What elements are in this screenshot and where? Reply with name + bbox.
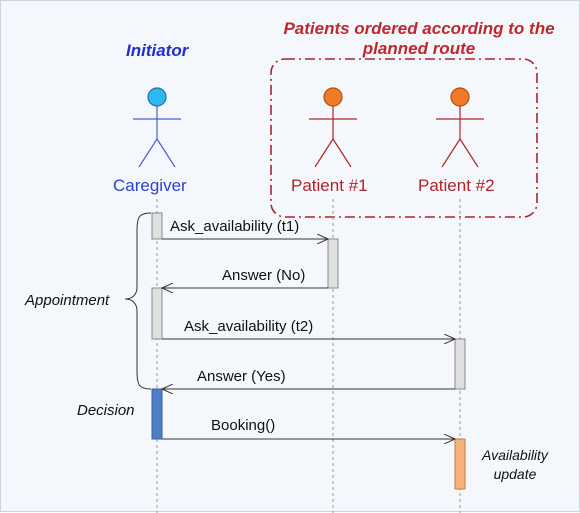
- group-title-line1: Patients ordered according to the: [283, 19, 555, 38]
- message-label-2: Answer (No): [222, 267, 306, 284]
- decision-label: Decision: [77, 402, 135, 419]
- message-label-1: Ask_availability (t1): [170, 218, 300, 235]
- group-title-line2: planned route: [362, 39, 476, 58]
- message-label-4: Answer (Yes): [197, 368, 286, 385]
- patient1-actor-icon: [309, 87, 357, 168]
- availability-note-line1: Availability: [482, 447, 548, 463]
- patient2-update-activation: [454, 438, 466, 490]
- patient1-activation: [327, 238, 339, 289]
- patient2-label: Patient #2: [418, 176, 495, 195]
- patients-group-box: [270, 58, 538, 218]
- message-label-3: Ask_availability (t2): [184, 318, 314, 335]
- caregiver-activation-1: [151, 212, 163, 240]
- patient1-label: Patient #1: [291, 176, 368, 195]
- initiator-label: Initiator: [126, 41, 189, 60]
- caregiver-label: Caregiver: [113, 176, 187, 195]
- message-label-5: Booking(): [211, 417, 276, 434]
- caregiver-activation-2: [151, 287, 163, 340]
- caregiver-actor-icon: [133, 87, 181, 168]
- availability-note-line2: update: [493, 466, 537, 482]
- appointment-label: Appointment: [25, 292, 110, 309]
- patient2-activation: [454, 338, 466, 390]
- caregiver-decision-activation: [151, 388, 163, 440]
- patient2-actor-icon: [436, 87, 484, 168]
- appointment-brace: [124, 212, 152, 390]
